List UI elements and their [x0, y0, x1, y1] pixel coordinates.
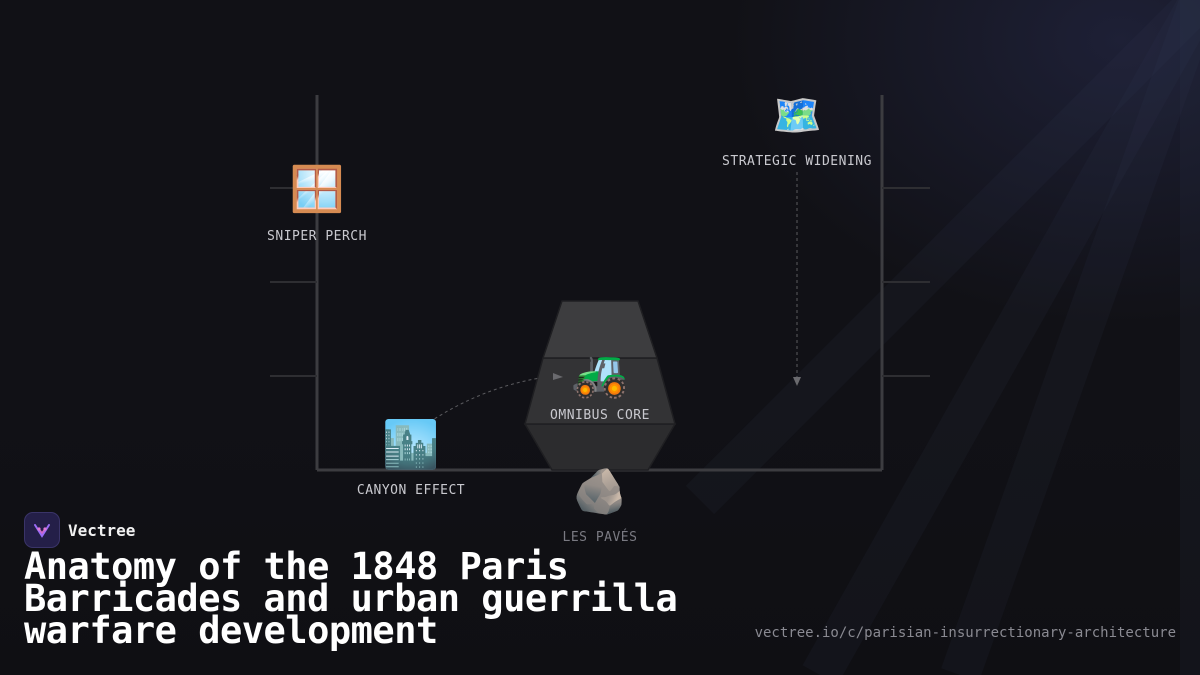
- rock-icon: 🪨: [572, 466, 628, 517]
- barricade-stack: [523, 300, 677, 471]
- strategic-widening-label: STRATEGIC WIDENING: [722, 154, 872, 169]
- brand[interactable]: Vectree: [24, 512, 135, 548]
- widening-arrowhead: [793, 377, 801, 386]
- source-url[interactable]: vectree.io/c/parisian-insurrectionary-ar…: [754, 625, 1176, 641]
- canyon-flow-curve: [409, 377, 541, 437]
- window-icon: 🪟: [289, 164, 345, 215]
- omnibus-core-label: OMNIBUS CORE: [550, 408, 650, 423]
- building-floors: [270, 187, 930, 377]
- barricade-base: [523, 423, 677, 471]
- map-icon: 🗺️: [772, 93, 822, 139]
- page-title: Anatomy of the 1848 Paris Barricades and…: [24, 545, 678, 652]
- tractor-icon: 🚜: [571, 346, 629, 400]
- les-paves-label: LES PAVÉS: [562, 530, 638, 545]
- vectree-logo-icon: [24, 512, 60, 548]
- canyon-flow-arrowhead: [553, 373, 563, 380]
- sniper-perch-label: SNIPER PERCH: [267, 229, 367, 244]
- brand-name: Vectree: [68, 520, 136, 540]
- cityscape-icon: 🏙️: [382, 417, 440, 471]
- barricade-top: [541, 300, 659, 359]
- canyon-effect-label: CANYON EFFECT: [356, 483, 466, 498]
